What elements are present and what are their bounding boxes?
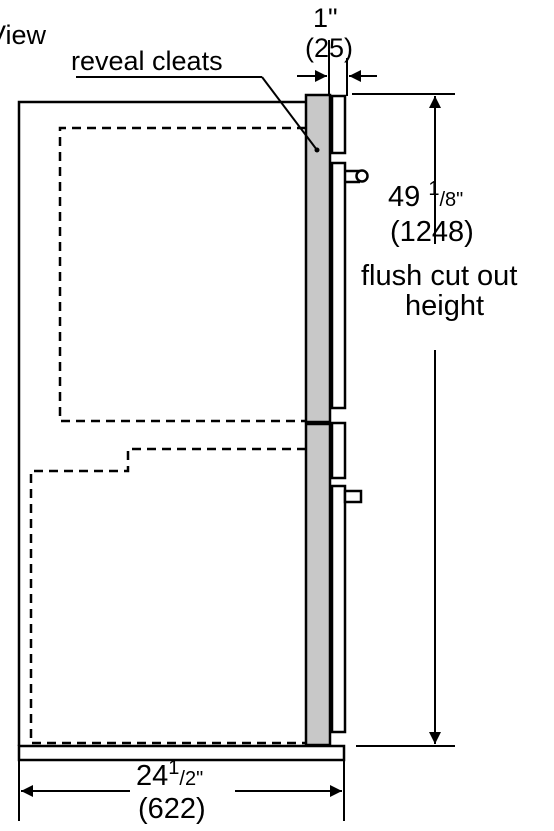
cabinet-base [17, 744, 346, 762]
view-label: View [0, 20, 47, 50]
depth-inches: 241/2" [136, 757, 203, 792]
upper-oven-outline [58, 126, 306, 423]
cutout-height-caption-line2: height [405, 290, 484, 322]
callout-label: reveal cleats [71, 46, 223, 76]
upper-reveal-cleat [304, 93, 332, 424]
cabinet-outline [17, 100, 306, 746]
lower-reveal-cleat [304, 422, 332, 747]
upper-handle-knob [355, 169, 369, 183]
upper-control-strip [330, 94, 347, 155]
lower-control-strip [330, 421, 347, 480]
upper-oven-door [330, 161, 347, 410]
cutout-height-caption-line1: flush cut out [361, 260, 517, 292]
reveal-gap-mm: (25) [305, 33, 353, 63]
cutout-height-mm: (1248) [390, 216, 474, 248]
lower-door-handle [343, 489, 363, 504]
lower-oven-outline [29, 447, 306, 745]
reveal-gap-inches: 1" [313, 3, 338, 33]
callout-pointer-line [261, 76, 318, 151]
lower-oven-door [330, 484, 347, 734]
cutout-height-inches: 49 1/8" [388, 178, 463, 213]
depth-mm: (622) [138, 793, 206, 825]
callout-pointer-dot [314, 147, 320, 153]
